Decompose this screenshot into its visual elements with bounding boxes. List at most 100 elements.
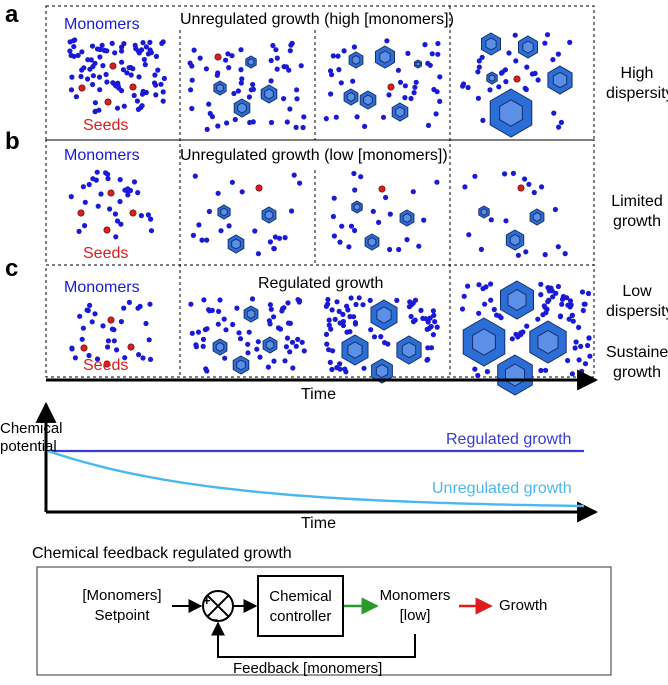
monomer-dot xyxy=(337,320,343,326)
monomer-dot xyxy=(476,58,482,64)
monomer-dot xyxy=(285,320,292,326)
monomer-dot xyxy=(550,294,556,300)
crystal-core xyxy=(353,203,361,211)
side-note-line: Limited xyxy=(611,193,663,210)
monomer-dot xyxy=(408,95,414,102)
monomer-dot xyxy=(71,44,77,50)
monomer-dot xyxy=(352,320,358,326)
monomers-low-label: Monomers [low] xyxy=(377,586,453,626)
crystal-core xyxy=(363,94,373,106)
monomer-dot xyxy=(196,222,202,228)
monomer-dot xyxy=(586,335,592,341)
monomer-dot xyxy=(576,357,582,363)
panel-b-seeds-label: Seeds xyxy=(83,245,129,262)
panel-b-side-note: Limited growth xyxy=(606,192,668,232)
monomer-dot xyxy=(487,87,493,93)
monomer-dot xyxy=(87,302,93,308)
seed-dot xyxy=(127,343,135,351)
monomer-dot xyxy=(75,52,81,59)
monomer-dot xyxy=(498,70,505,76)
monomer-dot xyxy=(287,349,293,355)
monomer-dot xyxy=(394,297,400,303)
monomer-dot xyxy=(124,70,130,76)
monomer-dot xyxy=(105,344,111,350)
monomer-dot xyxy=(189,63,195,69)
monomer-dot xyxy=(80,325,86,331)
monomer-dot xyxy=(546,297,552,303)
monomer-dot xyxy=(119,59,125,65)
monomer-dot xyxy=(222,355,228,361)
monomer-dot xyxy=(140,355,146,361)
monomer-dot xyxy=(475,69,481,75)
monomer-dot xyxy=(274,55,280,61)
monomer-dot xyxy=(272,234,278,240)
monomer-dot xyxy=(430,308,436,314)
monomer-dot xyxy=(215,321,221,327)
panel-c-seeds-label: Seeds xyxy=(83,357,129,374)
monomer-dot xyxy=(353,301,359,308)
monomer-dot xyxy=(295,336,301,342)
monomer-dot xyxy=(200,336,207,342)
monomer-dot xyxy=(488,217,494,223)
monomer-dot xyxy=(133,46,139,52)
monomer-dot xyxy=(478,246,484,252)
monomer-dot xyxy=(226,223,232,229)
monomer-dot xyxy=(402,83,408,89)
monomer-dot xyxy=(200,343,206,349)
monomer-dot xyxy=(293,343,299,349)
monomer-dot xyxy=(411,90,417,96)
controller-label: Chemical controller xyxy=(258,587,343,627)
monomer-dot xyxy=(404,237,410,243)
monomer-dot xyxy=(336,67,342,73)
crystal-core xyxy=(507,289,527,311)
monomer-dot xyxy=(86,352,92,359)
monomer-dot xyxy=(539,184,545,190)
monomer-dot xyxy=(96,74,103,80)
side-note-line: Sustained xyxy=(606,344,668,361)
monomer-dot xyxy=(496,84,502,90)
seed-dot xyxy=(103,226,111,234)
monomer-dot xyxy=(567,298,574,304)
monomer-dot xyxy=(386,92,392,98)
minus-sign: - xyxy=(213,611,218,628)
crystal-core xyxy=(379,50,391,64)
monomer-dot xyxy=(92,108,98,114)
monomer-dot xyxy=(327,68,334,74)
monomer-dot xyxy=(429,51,435,57)
monomer-dot xyxy=(341,48,347,54)
monomer-dot xyxy=(282,358,288,364)
monomer-dot xyxy=(538,281,544,287)
monomer-dot xyxy=(148,228,155,234)
monomer-dot xyxy=(285,300,291,306)
monomer-dot xyxy=(580,307,586,314)
monomer-dot xyxy=(235,88,241,94)
panel-a-title: Unregulated growth (high [monomers]) xyxy=(180,11,454,28)
monomer-dot xyxy=(100,63,106,69)
monomer-dot xyxy=(117,177,123,183)
monomer-dot xyxy=(204,126,210,132)
monomer-dot xyxy=(294,87,300,93)
monomer-dot xyxy=(97,46,103,53)
monomer-dot xyxy=(209,114,215,120)
monomer-dot xyxy=(340,311,346,317)
monomer-dot xyxy=(422,42,428,48)
monomer-dot xyxy=(69,345,75,351)
time-axis-label: Time xyxy=(301,386,336,403)
monomer-dot xyxy=(289,339,296,345)
monomer-dot xyxy=(573,339,579,345)
monomer-dot xyxy=(206,208,212,215)
monomer-dot xyxy=(98,191,104,197)
monomer-dot xyxy=(254,346,260,352)
monomer-dot xyxy=(526,181,532,187)
monomer-dot xyxy=(231,90,237,97)
monomer-dot xyxy=(238,80,244,86)
monomer-dot xyxy=(555,283,562,290)
monomer-dot xyxy=(329,307,335,313)
monomer-dot xyxy=(118,319,124,325)
monomer-dot xyxy=(94,356,101,362)
monomer-dot xyxy=(301,114,307,120)
monomer-dot xyxy=(238,67,244,73)
monomer-dot xyxy=(201,297,207,303)
monomer-dot xyxy=(396,246,402,253)
